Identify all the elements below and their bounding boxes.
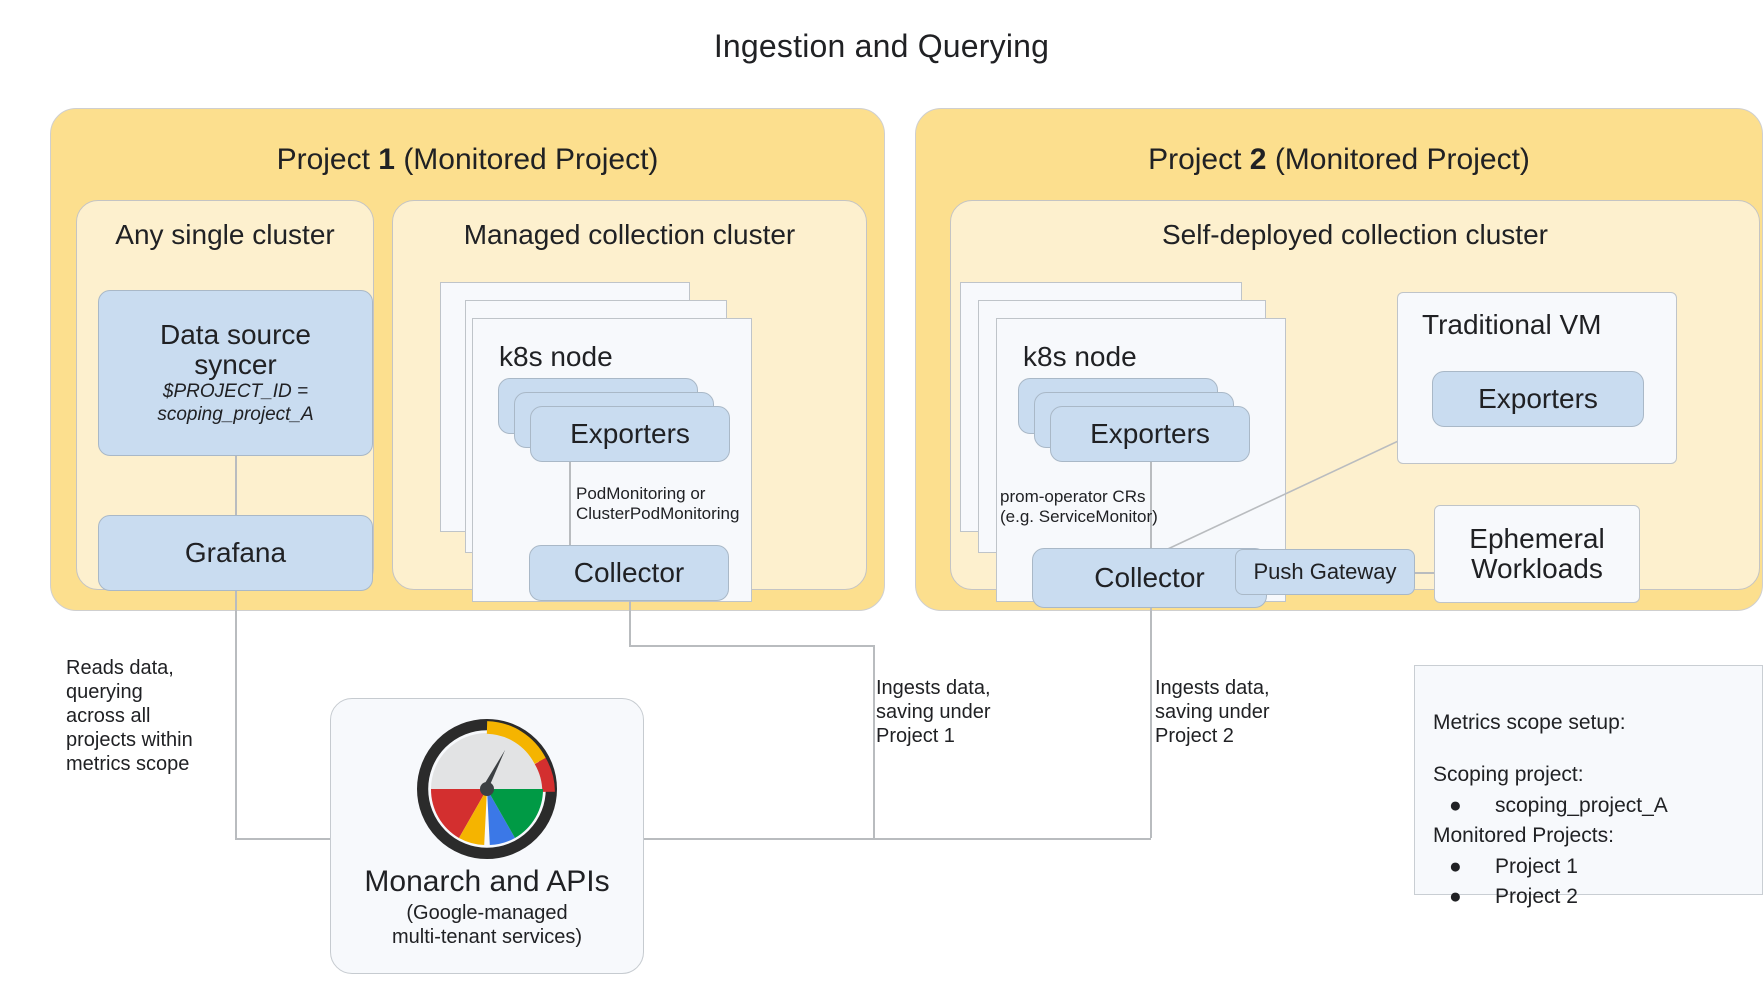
edge-label-ingests-project-1: Ingests data, saving under Project 1 <box>876 677 991 747</box>
edge-label-prom-operator: prom-operator CRs (e.g. ServiceMonitor) <box>1000 487 1158 527</box>
edge-label-pod-monitoring: PodMonitoring or ClusterPodMonitoring <box>576 484 740 524</box>
project-2-title: Project 2 (Monitored Project) <box>916 143 1762 177</box>
managed-exporters-label: Exporters <box>570 418 690 450</box>
push-gateway-label: Push Gateway <box>1253 559 1397 584</box>
monarch-subtitle: (Google-managed multi-tenant services) <box>391 902 583 948</box>
connector-self-to-monarch <box>873 838 1151 840</box>
managed-exporters[interactable]: Exporters <box>530 406 730 462</box>
project-2-title-suffix: (Monitored Project) <box>1266 143 1530 176</box>
legend-monitored-item-2-label: Project 2 <box>1495 885 1578 909</box>
traditional-vm-exporters[interactable]: Exporters <box>1432 371 1644 427</box>
connector-managed-collector-across <box>629 645 874 647</box>
managed-collector[interactable]: Collector <box>529 545 729 601</box>
ephemeral-workloads-card: Ephemeral Workloads <box>1434 505 1640 603</box>
legend-bullet-icon: ● <box>1449 793 1462 817</box>
connector-managed-collector-down <box>629 601 631 646</box>
data-source-syncer-scoping-project: scoping_project_A <box>157 404 314 426</box>
legend-panel: Metrics scope setup: Scoping project: ● … <box>1414 665 1763 908</box>
legend-scoping-label: Scoping project: <box>1433 763 1584 787</box>
legend-spacer <box>1433 738 1762 760</box>
k8s-node-label-2: k8s node <box>1023 341 1137 372</box>
legend-monitored-item-1: ● Project 1 <box>1433 852 1762 882</box>
project-2-title-prefix: Project <box>1148 143 1250 176</box>
cluster-managed-collection-title: Managed collection cluster <box>463 219 796 250</box>
connector-syncer-grafana <box>235 455 237 517</box>
project-1-title: Project 1 (Monitored Project) <box>51 143 884 177</box>
legend-heading: Metrics scope setup: <box>1433 711 1626 734</box>
push-gateway[interactable]: Push Gateway <box>1235 549 1415 595</box>
box-grafana[interactable]: Grafana <box>98 515 373 591</box>
legend-monitored-item-1-label: Project 1 <box>1495 854 1578 878</box>
legend-scoping-item-label: scoping_project_A <box>1495 793 1668 817</box>
edge-label-ingests-project-2: Ingests data, saving under Project 2 <box>1155 677 1270 747</box>
self-collector[interactable]: Collector <box>1032 548 1267 608</box>
cluster-self-deployed-title: Self-deployed collection cluster <box>1162 219 1548 250</box>
data-source-syncer-title-line1: Data source <box>160 319 311 351</box>
connector-grafana-to-monarch <box>235 838 330 840</box>
page-title: Ingestion and Querying <box>713 28 1050 64</box>
project-1-title-suffix: (Monitored Project) <box>394 143 659 176</box>
box-data-source-syncer[interactable]: Data source syncer $PROJECT_ID = scoping… <box>98 290 373 456</box>
connector-managed-collector-down2 <box>873 645 875 838</box>
data-source-syncer-project-id: $PROJECT_ID = <box>162 381 309 403</box>
connector-exporters-collector-managed <box>569 462 571 545</box>
traditional-vm-exporters-label: Exporters <box>1478 383 1598 415</box>
edge-label-reads-data: Reads data, querying across all projects… <box>66 657 193 775</box>
legend-bullet-icon: ● <box>1449 885 1462 909</box>
traditional-vm-label: Traditional VM <box>1422 309 1602 340</box>
connector-pushgateway-ephemeral <box>1415 572 1435 574</box>
k8s-node-label: k8s node <box>499 341 613 372</box>
self-exporters[interactable]: Exporters <box>1050 406 1250 462</box>
project-1-title-prefix: Project <box>276 143 379 176</box>
project-2-title-number: 2 <box>1249 143 1267 176</box>
data-source-syncer-title-line2: syncer <box>194 348 277 380</box>
self-collector-label: Collector <box>1094 562 1205 594</box>
connector-grafana-down <box>235 591 237 839</box>
legend-bullet-icon: ● <box>1449 854 1462 878</box>
self-exporters-label: Exporters <box>1090 418 1210 450</box>
connector-exporters-collector-self <box>1150 462 1152 558</box>
connector-managed-to-monarch <box>644 838 875 840</box>
legend-scoping-item: ● scoping_project_A <box>1433 791 1762 821</box>
legend-monitored-label: Monitored Projects: <box>1433 824 1614 848</box>
monarch-card[interactable]: Monarch and APIs (Google-managed multi-t… <box>330 698 644 974</box>
legend-monitored-item-2: ● Project 2 <box>1433 882 1762 912</box>
monitoring-gauge-icon <box>417 719 557 859</box>
grafana-label: Grafana <box>184 537 287 569</box>
managed-collector-label: Collector <box>573 557 685 589</box>
cluster-any-single-title: Any single cluster <box>115 219 335 250</box>
project-1-title-number: 1 <box>378 143 395 176</box>
connector-self-collector-down <box>1150 608 1152 838</box>
monarch-title: Monarch and APIs <box>364 865 610 898</box>
